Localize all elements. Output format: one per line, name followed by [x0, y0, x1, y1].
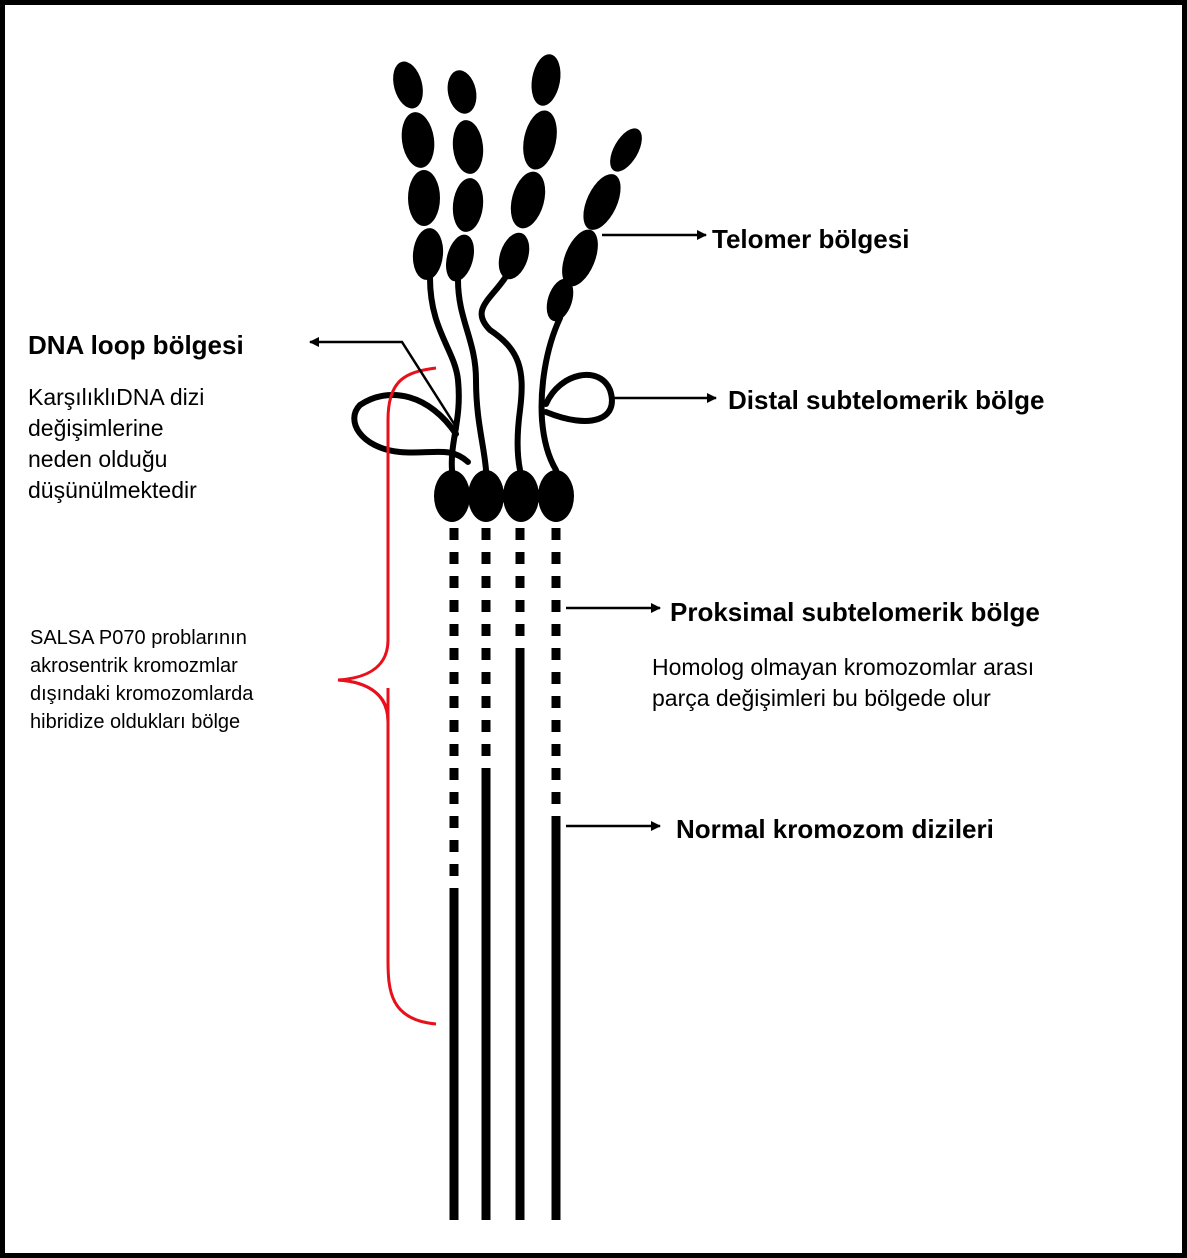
centromeres [434, 470, 574, 522]
telomer-label: Telomer bölgesi [712, 226, 909, 252]
normal-solid-segments [454, 658, 556, 1220]
hybridization-bracket-lower [338, 680, 388, 722]
leader-arrows [310, 235, 716, 826]
hybridization-bracket-closing-curve [388, 960, 436, 1024]
dna-strands [354, 278, 612, 470]
salsa-note: SALSA P070 problarının akrosentrik kromo… [30, 624, 253, 736]
proksimal-label: Proksimal subtelomerik bölge [670, 599, 1040, 625]
proksimal-note: Homolog olmayan kromozomlar arası parça … [652, 652, 1034, 714]
distal-label: Distal subtelomerik bölge [728, 387, 1044, 413]
dna-loop-note: KarşılıklıDNA dizi değişimlerine neden o… [28, 382, 204, 506]
normal-label: Normal kromozom dizileri [676, 816, 994, 842]
dna-loop-label: DNA loop bölgesi [28, 332, 244, 358]
proximal-dotted-segments [454, 528, 556, 896]
